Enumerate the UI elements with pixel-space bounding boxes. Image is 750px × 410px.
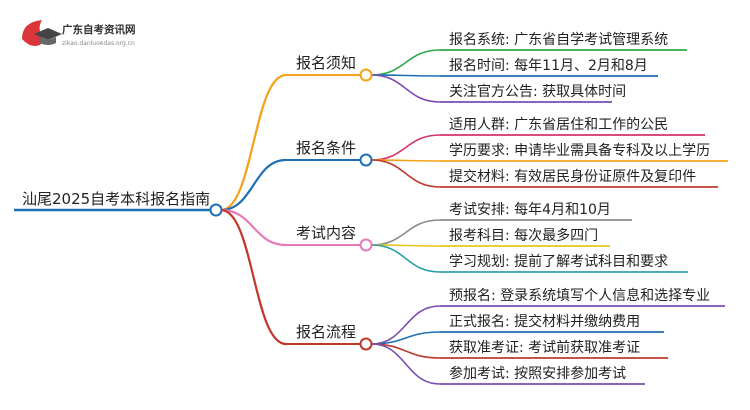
branch-connector: [359, 238, 373, 252]
leaf-label: 学习规划: 提前了解考试科目和要求: [449, 253, 668, 270]
branch-to-leaf-connector: [371, 219, 441, 246]
leaf-label: 获取准考证: 考试前获取准考证: [449, 339, 640, 356]
root-to-branch-connector: [220, 73, 287, 212]
leaf-label: 提交材料: 有效居民身份证原件及复印件: [449, 168, 696, 185]
leaf-label: 报考科目: 每次最多四门: [449, 227, 598, 244]
leaf-item[interactable]: 学历要求: 申请毕业需具备专科及以上学历: [449, 142, 710, 159]
leaf-label: 正式报名: 提交材料并缴纳费用: [449, 313, 640, 330]
leaf-label: 报名系统: 广东省自学考试管理系统: [449, 32, 668, 48]
leaf-item[interactable]: 学习规划: 提前了解考试科目和要求: [449, 253, 668, 270]
branch-connector: [359, 68, 373, 82]
root-label: 汕尾2025自考本科报名指南: [22, 190, 210, 208]
branch-exam-content[interactable]: 考试内容 考试安排: 每年4月和10月 报考科目: 每次最多四门 学习规划: 提…: [286, 202, 668, 270]
leaf-item[interactable]: 报名时间: 每年11月、2月和8月: [449, 58, 648, 74]
root-to-branch-connector: [220, 208, 287, 247]
branch-to-leaf-connector: [371, 74, 441, 103]
branch-registration-conditions[interactable]: 报名条件 适用人群: 广东省居住和工作的公民 学历要求: 申请毕业需具备专科及以…: [286, 117, 710, 185]
branch-connector: [359, 337, 373, 351]
leaf-label: 考试安排: 每年4月和10月: [449, 202, 611, 218]
branch-label: 考试内容: [296, 224, 356, 242]
branch-to-leaf-connector: [371, 305, 441, 345]
branch-registration-notice[interactable]: 报名须知 报名系统: 广东省自学考试管理系统 报名时间: 每年11月、2月和8月…: [286, 32, 668, 100]
leaf-item[interactable]: 报考科目: 每次最多四门: [449, 227, 598, 244]
leaf-item[interactable]: 关注官方公告: 获取具体时间: [449, 84, 626, 100]
leaf-item[interactable]: 报名系统: 广东省自学考试管理系统: [449, 32, 668, 48]
root-node[interactable]: 汕尾2025自考本科报名指南: [14, 190, 223, 217]
branch-to-leaf-connector: [371, 49, 441, 76]
leaf-label: 学历要求: 申请毕业需具备专科及以上学历: [449, 142, 710, 159]
leaf-item[interactable]: 获取准考证: 考试前获取准考证: [449, 339, 640, 356]
branch-label: 报名条件: [296, 139, 356, 157]
leaf-item[interactable]: 正式报名: 提交材料并缴纳费用: [449, 313, 640, 330]
graduation-cap-icon: [22, 20, 62, 47]
branch-to-leaf-connector: [371, 244, 441, 273]
branch-label: 报名流程: [296, 323, 356, 341]
leaf-label: 关注官方公告: 获取具体时间: [449, 84, 626, 100]
leaf-item[interactable]: 考试安排: 每年4月和10月: [449, 202, 611, 218]
connector-lines: [220, 49, 728, 385]
leaf-item[interactable]: 参加考试: 按照安排参加考试: [449, 365, 626, 382]
branch-registration-process[interactable]: 报名流程 预报名: 登录系统填写个人信息和选择专业 正式报名: 提交材料并缴纳费…: [286, 287, 710, 382]
logo-title: 广东自考资讯网: [62, 23, 136, 36]
leaf-label: 适用人群: 广东省居住和工作的公民: [449, 117, 668, 133]
branch-to-leaf-connector: [371, 343, 441, 385]
site-logo: 广东自考资讯网 zikao.danluoedas.org.cn: [22, 20, 136, 47]
leaf-item[interactable]: 适用人群: 广东省居住和工作的公民: [449, 117, 668, 133]
leaf-label: 预报名: 登录系统填写个人信息和选择专业: [449, 287, 710, 304]
leaf-item[interactable]: 提交材料: 有效居民身份证原件及复印件: [449, 168, 696, 185]
root-to-branch-connector: [220, 208, 287, 346]
leaf-label: 参加考试: 按照安排参加考试: [449, 365, 626, 382]
logo-subtitle: zikao.danluoedas.org.cn: [62, 40, 135, 47]
branch-label: 报名须知: [296, 54, 356, 72]
root-connector: [209, 203, 223, 217]
branch-to-leaf-connector: [371, 134, 441, 161]
branch-to-leaf-connector: [371, 159, 441, 188]
root-to-branch-connector: [220, 158, 287, 212]
leaf-label: 报名时间: 每年11月、2月和8月: [449, 58, 648, 74]
leaf-item[interactable]: 预报名: 登录系统填写个人信息和选择专业: [449, 287, 710, 304]
branch-connector: [359, 153, 373, 167]
